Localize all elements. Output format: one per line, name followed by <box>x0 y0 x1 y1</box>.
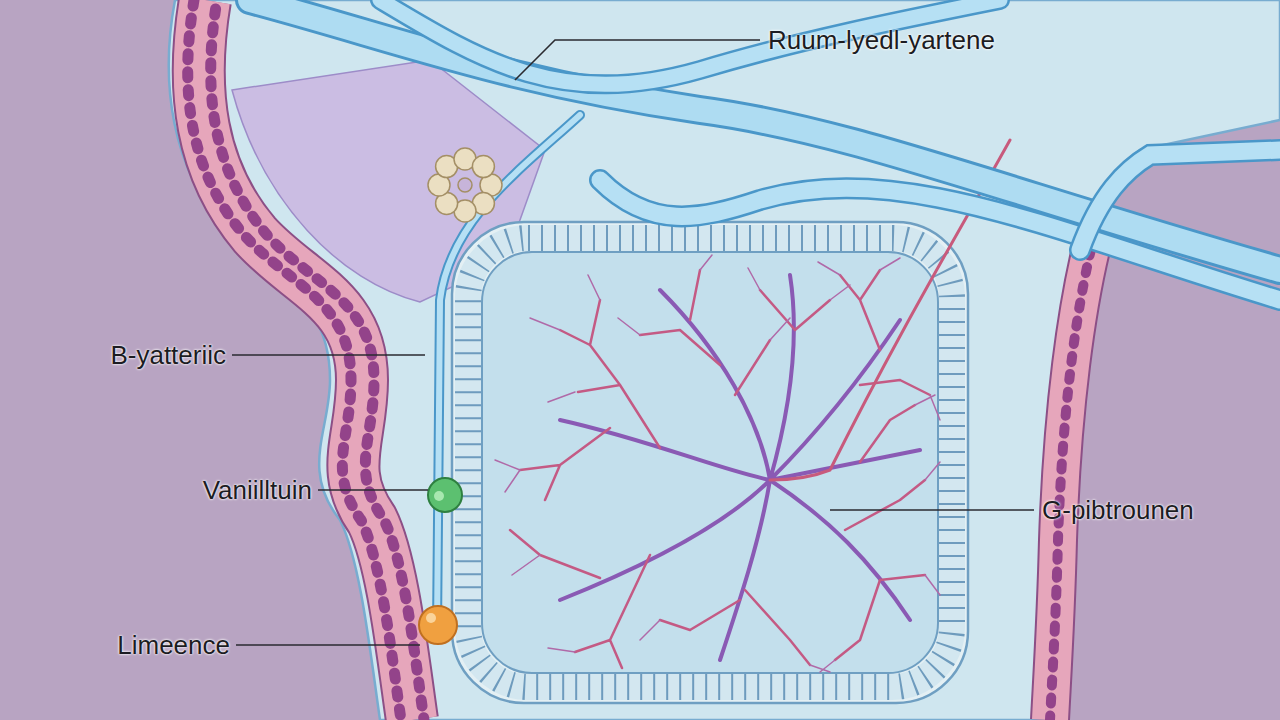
bead-ring <box>428 148 502 222</box>
leader-line <box>236 644 420 646</box>
duct <box>1080 150 1280 250</box>
duct <box>250 0 1280 270</box>
duct-edge <box>250 0 1280 270</box>
mucosa-cells <box>468 238 952 687</box>
cell-band-edge <box>1050 215 1100 720</box>
leader-lines <box>232 40 1034 645</box>
mucosa <box>452 222 968 703</box>
leader-line <box>232 354 425 356</box>
vessel-trunk <box>560 275 920 660</box>
vessel-tree <box>495 140 1010 672</box>
cell-band-edge <box>199 0 412 720</box>
duct-edge <box>600 180 1280 300</box>
duct-edge <box>380 0 1000 84</box>
duct <box>380 0 1000 84</box>
orange-ball <box>419 606 457 644</box>
cell-band <box>199 0 412 720</box>
duct-edge <box>437 115 580 630</box>
mucosa-inner <box>482 252 938 673</box>
callout-label: G-pibtrounen <box>1042 495 1194 525</box>
outer-tissue <box>169 0 1280 720</box>
cell-wall-right <box>1050 215 1100 720</box>
callout-label: B-yatteriic <box>110 340 226 370</box>
mucosa-cell-borders <box>468 238 952 687</box>
leader-line <box>830 509 1034 511</box>
green-ball <box>428 478 462 512</box>
leader-line <box>318 489 428 491</box>
duct-edge <box>1080 150 1280 250</box>
highlight <box>434 491 444 501</box>
capillary <box>495 255 940 672</box>
callout-label: Limeence <box>117 630 230 660</box>
duct <box>437 115 580 630</box>
cell-nuclei <box>211 0 424 720</box>
callout-label: Vaniilltuin <box>203 475 312 505</box>
leader-line <box>515 40 760 80</box>
duct <box>600 180 1280 300</box>
cell-nuclei <box>1050 215 1100 720</box>
callout-label: Ruum-lyedl-yartene <box>768 25 995 55</box>
highlight <box>426 613 436 623</box>
duct-tubes <box>250 0 1280 630</box>
vessel-branch <box>510 270 930 668</box>
cell-band <box>1050 215 1100 720</box>
mucosa-outer <box>452 222 968 703</box>
